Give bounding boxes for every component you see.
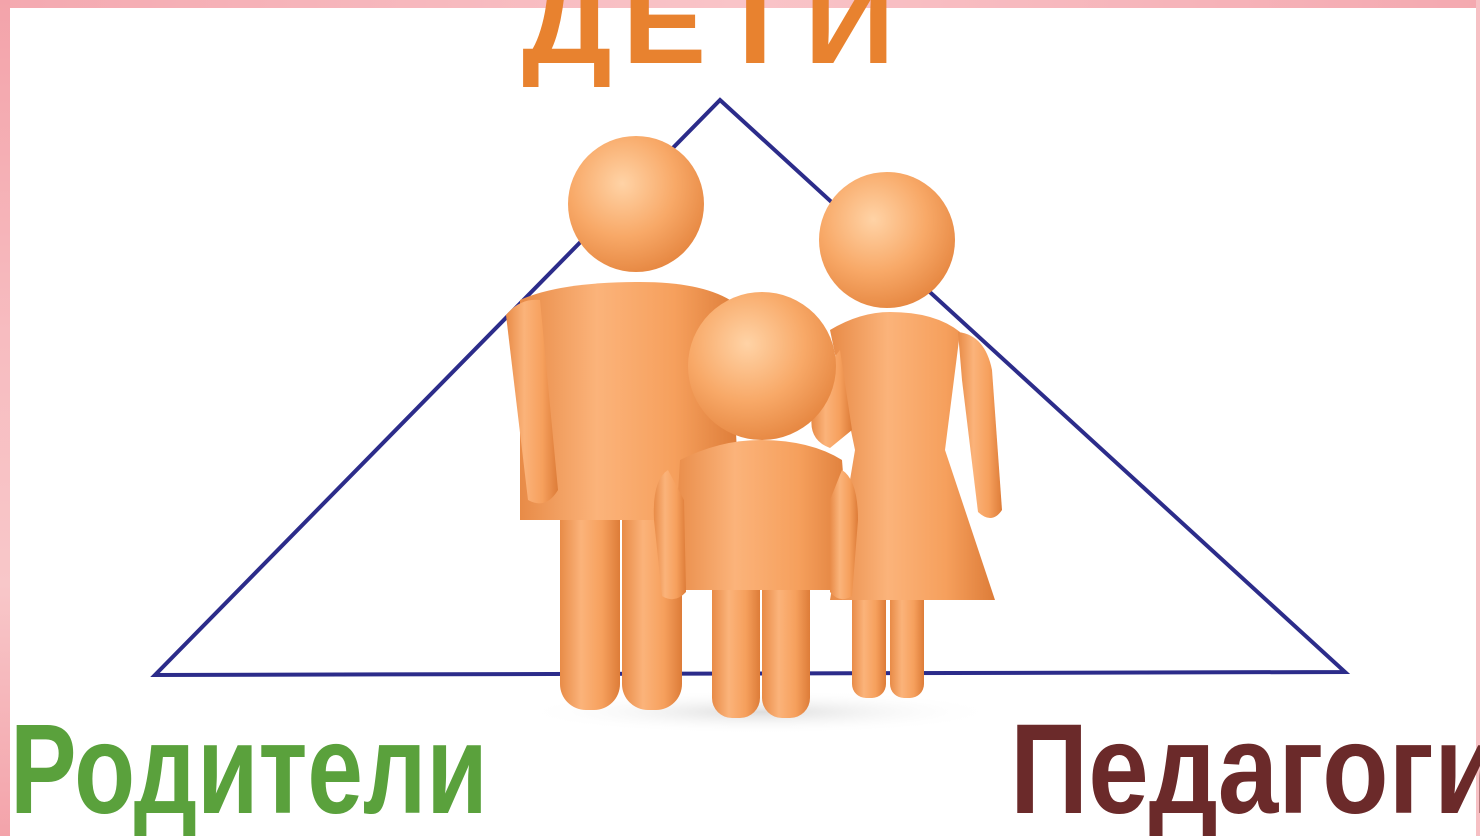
mother-figure [811,172,1002,698]
label-children: ДЕТИ [522,0,905,82]
label-parents: Родители [10,706,488,834]
label-teachers: Педагоги [1010,706,1480,834]
father-figure [506,136,740,710]
